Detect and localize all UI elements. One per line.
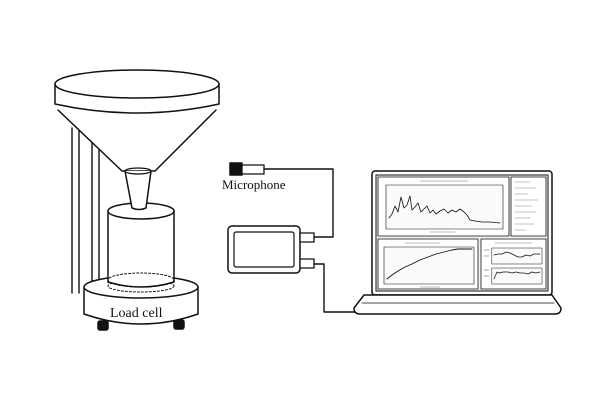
funnel-rim-top xyxy=(54,69,220,99)
interface-port-bottom xyxy=(299,258,315,269)
load-cell-label: Load cell xyxy=(110,306,163,321)
interface-port-top xyxy=(299,232,315,243)
mass-curve xyxy=(386,248,473,280)
screen-panel-mass-plot xyxy=(377,238,479,290)
laptop-drawing xyxy=(353,170,562,315)
cables xyxy=(267,168,357,313)
screen-panel-acoustic-plot xyxy=(377,176,510,237)
usb-cable xyxy=(313,263,357,313)
funnel-spout xyxy=(124,170,152,211)
collection-cylinder xyxy=(107,202,175,288)
base-foot-right xyxy=(173,319,185,330)
base-foot-left xyxy=(97,320,109,331)
screen-panel-settings xyxy=(510,176,547,237)
base-inner-ring xyxy=(107,279,175,293)
microphone-label: Microphone xyxy=(222,177,286,192)
microphone-icon xyxy=(229,162,269,176)
funnel-cone xyxy=(57,109,217,172)
acoustic-signal-curve xyxy=(388,195,501,224)
screen-panel-small-plots xyxy=(480,238,547,290)
funnel-drawing xyxy=(54,69,220,211)
support-rods xyxy=(71,127,100,294)
mic-cable xyxy=(267,168,334,238)
laptop-base xyxy=(353,294,562,315)
signal-interface-box xyxy=(227,225,315,274)
